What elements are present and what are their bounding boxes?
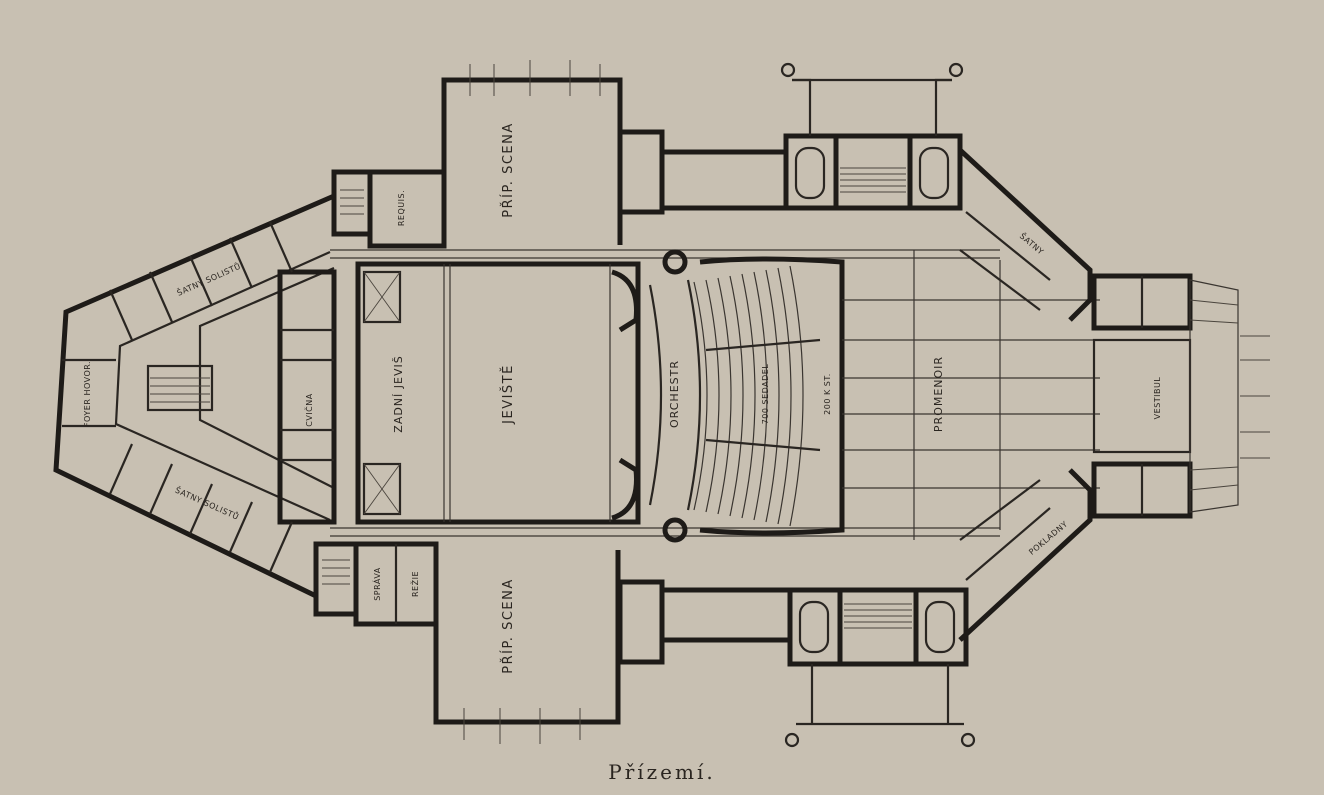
corridor-lines [330,249,1000,537]
label-700-sedadel: 700 SEDADEL [761,364,770,425]
orchestra-pit [648,279,702,511]
label-satny-solistu-top: ŠATNY SOLISTŮ [175,260,242,298]
drawing-caption: Přízemí. [608,760,716,784]
label-foyer: FOYER HOVOR. [83,361,92,427]
label-requis: REQUIS. [397,190,406,226]
side-stage-top [441,77,623,245]
label-jeviste: JEVIŠTĚ [500,364,516,425]
label-sprava: SPRÁVA [371,567,382,601]
main-stage [355,261,641,525]
label-satny: ŠATNY [1018,230,1047,257]
backstage-rooms [313,169,447,627]
label-orchestr: ORCHESTR [668,360,681,428]
proscenium [611,249,688,543]
bottom-lobby-wing [617,579,976,748]
side-stage-bottom [433,550,621,725]
label-200-stani: 200 K ST. [823,373,832,415]
dimension-ticks [463,60,1270,744]
label-pokladny: POKLADNY [1027,519,1069,556]
promenoir-grid [842,249,1100,541]
dressing-wing [53,193,337,599]
auditorium-seating [693,256,845,536]
label-prip-scena-bottom: PŘÍP. SCENA [500,578,516,673]
label-rezie: REŽIE [409,571,420,597]
entrance-vestibule [958,148,1239,642]
label-vestibul: VESTIBUL [1153,377,1162,420]
label-satny-solistu-bottom: ŠATNY SOLISTŮ [174,484,241,522]
label-zadni-jeviste: ZADNÍ JEVIŠ [392,355,405,432]
label-cvicna: CVIČNA [303,393,314,426]
top-lobby-wing [617,62,964,215]
label-promenoir: PROMENOIR [932,356,945,432]
label-prip-scena-top: PŘÍP. SCENA [500,122,516,217]
